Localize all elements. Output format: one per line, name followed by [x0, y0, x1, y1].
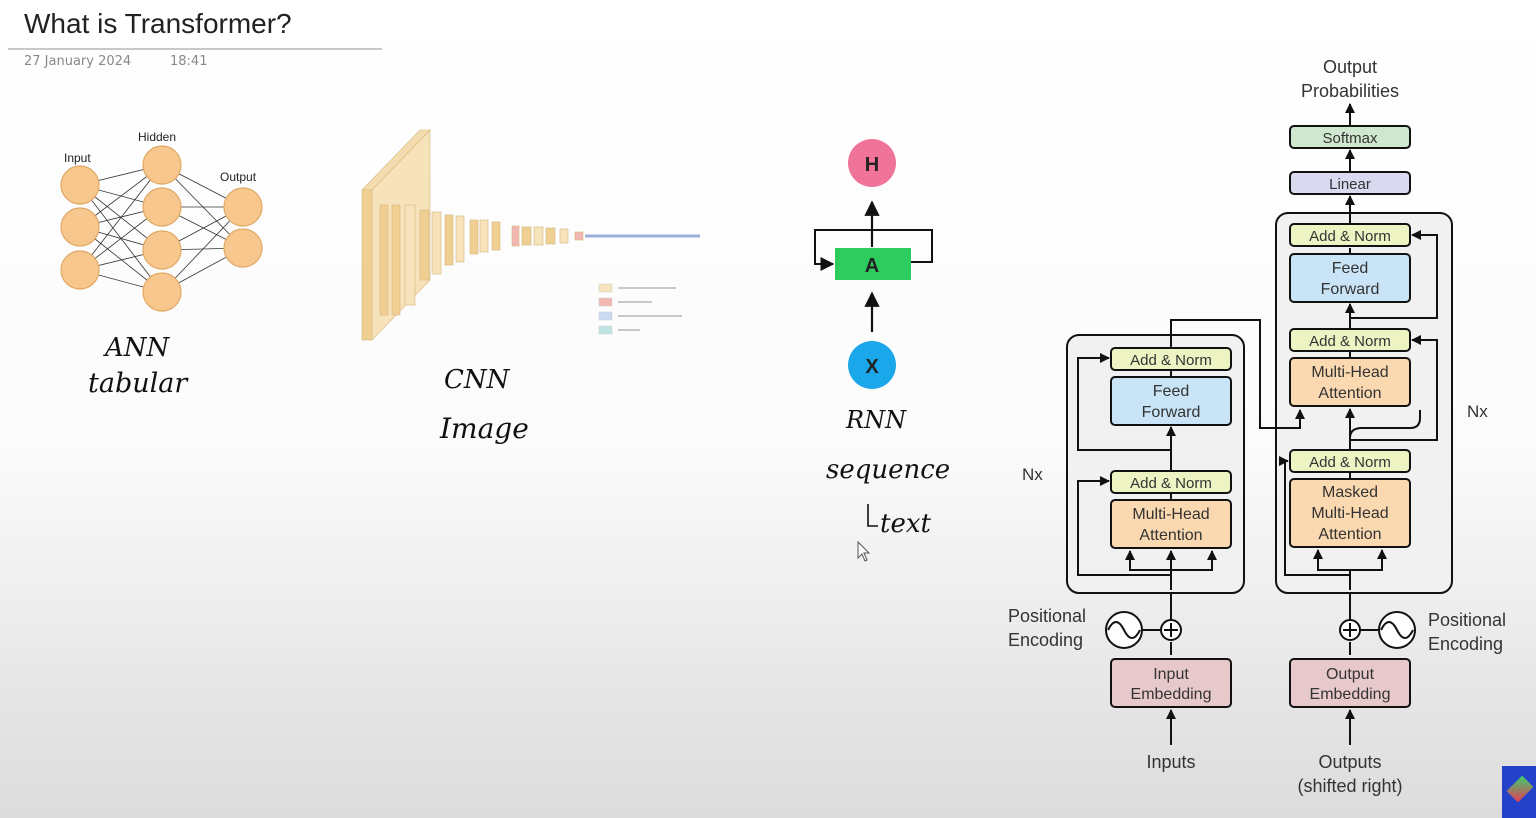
decoder-add-norm-2-label: Add & Norm — [1309, 333, 1391, 350]
rnn-note-text: text — [880, 509, 931, 539]
input-neuron — [60, 250, 100, 290]
encoder-ff-label-2: Forward — [1142, 404, 1201, 421]
decoder-pos-enc-label-2: Encoding — [1428, 634, 1503, 654]
rnn-a-cell — [835, 248, 911, 280]
ann-input-label: Input — [64, 151, 91, 165]
decoder-pos-enc-label-1: Positional — [1428, 610, 1506, 630]
page-time: 18:41 — [170, 54, 208, 69]
cnn-legend — [598, 283, 682, 335]
page-date: 27 January 2024 — [24, 54, 132, 69]
decoder-ff-label-2: Forward — [1321, 281, 1380, 298]
rnn-diagram: H A X RNN sequence text — [814, 139, 950, 562]
outputs-label-1: Outputs — [1318, 752, 1381, 772]
ann-note: ANN — [103, 333, 171, 363]
cnn-note: CNN — [444, 365, 511, 395]
decoder-masked-label-1: Masked — [1322, 484, 1378, 501]
transformer-diagram: Output Probabilities Softmax Linear Add … — [1008, 57, 1506, 796]
inputs-label: Inputs — [1146, 752, 1195, 772]
decoder-add-norm-1-label: Add & Norm — [1309, 454, 1391, 471]
encoder-pos-enc-label-1: Positional — [1008, 606, 1086, 626]
rnn-note-sequence: sequence — [826, 455, 950, 485]
hidden-neuron — [142, 145, 182, 185]
output-neuron — [223, 228, 263, 268]
rnn-h-node — [848, 139, 896, 187]
rnn-note-arrow — [867, 504, 878, 527]
title-divider — [8, 48, 382, 50]
ann-hidden-label: Hidden — [138, 130, 176, 144]
channel-logo-icon[interactable] — [1502, 766, 1536, 818]
output-neuron — [223, 187, 263, 227]
decoder-feed-forward — [1289, 253, 1411, 303]
decoder-nx-label: Nx — [1467, 402, 1488, 421]
rnn-a-label: A — [865, 255, 879, 277]
ann-output-label: Output — [220, 170, 257, 184]
cnn-conv-blocks — [361, 129, 584, 341]
page-title: What is Transformer? — [24, 8, 292, 39]
input-embedding-label-2: Embedding — [1131, 686, 1212, 703]
output-embedding-label-1: Output — [1326, 666, 1375, 683]
encoder-mha-label-2: Attention — [1139, 527, 1202, 544]
rnn-x-node — [848, 341, 896, 389]
cnn-diagram: CNN Image — [361, 129, 700, 445]
decoder-mha-label-2: Attention — [1318, 385, 1381, 402]
ann-note-tabular: tabular — [88, 368, 189, 399]
softmax-block — [1289, 125, 1411, 149]
encoder-nx-label: Nx — [1022, 465, 1043, 484]
decoder-masked-label-3: Attention — [1318, 526, 1381, 543]
rnn-x-label: X — [865, 356, 879, 378]
decoder-ff-label-1: Feed — [1332, 260, 1368, 277]
encoder-add-norm-1-label: Add & Norm — [1130, 475, 1212, 492]
cnn-note-image: Image — [439, 412, 529, 445]
decoder-mha-label-1: Multi-Head — [1311, 364, 1388, 381]
outputs-label-2: (shifted right) — [1297, 776, 1402, 796]
hidden-neuron — [142, 272, 182, 312]
ann-diagram: Input Hidden Output ANN tabular — [60, 130, 263, 399]
encoder-add-norm-2-label: Add & Norm — [1130, 352, 1212, 369]
linear-label: Linear — [1329, 176, 1371, 193]
ann-neurons — [60, 145, 263, 312]
decoder-masked-label-2: Multi-Head — [1311, 505, 1388, 522]
encoder-pos-enc-label-2: Encoding — [1008, 630, 1083, 650]
linear-block — [1289, 171, 1411, 195]
hidden-neuron — [142, 187, 182, 227]
rnn-note: RNN — [845, 406, 907, 434]
output-probabilities-label: Output — [1323, 57, 1377, 77]
input-embedding-label-1: Input — [1153, 666, 1189, 683]
rnn-h-label: H — [865, 154, 879, 176]
hidden-neuron — [142, 230, 182, 270]
encoder-add-norm-1 — [1110, 470, 1232, 494]
decoder-add-norm-3 — [1289, 223, 1411, 247]
input-neuron — [60, 207, 100, 247]
encoder-mha-label-1: Multi-Head — [1132, 506, 1209, 523]
encoder-stack — [1066, 334, 1245, 594]
mouse-cursor — [857, 540, 871, 562]
decoder-add-norm-1 — [1289, 449, 1411, 473]
decoder-add-norm-3-label: Add & Norm — [1309, 228, 1391, 245]
decoder-add-norm-2 — [1289, 328, 1411, 352]
encoder-add-norm-2 — [1110, 347, 1232, 371]
output-probabilities-label-2: Probabilities — [1301, 81, 1399, 101]
input-neuron — [60, 165, 100, 205]
softmax-label: Softmax — [1322, 130, 1378, 147]
output-embedding-label-2: Embedding — [1310, 686, 1391, 703]
output-embedding-block — [1289, 658, 1411, 708]
encoder-ff-label-1: Feed — [1153, 383, 1189, 400]
input-embedding-block — [1110, 658, 1232, 708]
